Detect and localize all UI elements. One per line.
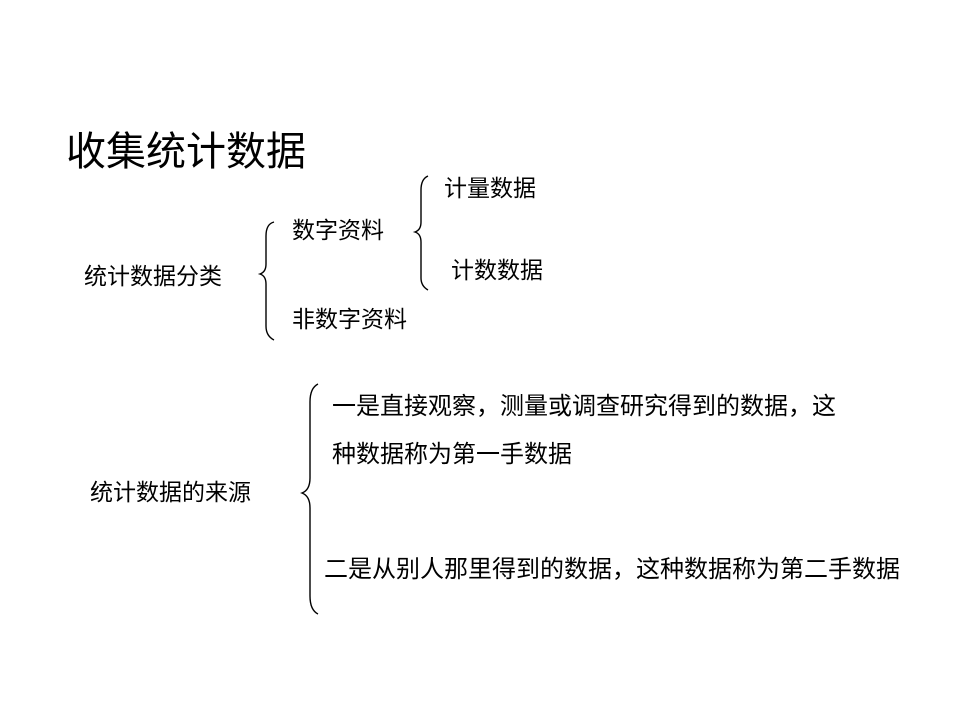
numeric-data-brace [412, 175, 429, 291]
classification-brace [257, 221, 275, 341]
page-title: 收集统计数据 [66, 129, 306, 175]
first-hand-description-line2: 种数据称为第一手数据 [332, 440, 572, 468]
numeric-data-label: 数字资料 [292, 218, 384, 244]
second-hand-description: 二是从别人那里得到的数据，这种数据称为第二手数据 [324, 555, 900, 583]
classification-label: 统计数据分类 [84, 264, 222, 290]
first-hand-description-line1: 一是直接观察，测量或调查研究得到的数据，这 [332, 392, 836, 420]
measurement-data-label: 计量数据 [444, 176, 536, 202]
sources-label: 统计数据的来源 [90, 480, 251, 506]
sources-brace [300, 383, 319, 615]
count-data-label: 计数数据 [451, 258, 543, 284]
non-numeric-data-label: 非数字资料 [292, 307, 407, 333]
